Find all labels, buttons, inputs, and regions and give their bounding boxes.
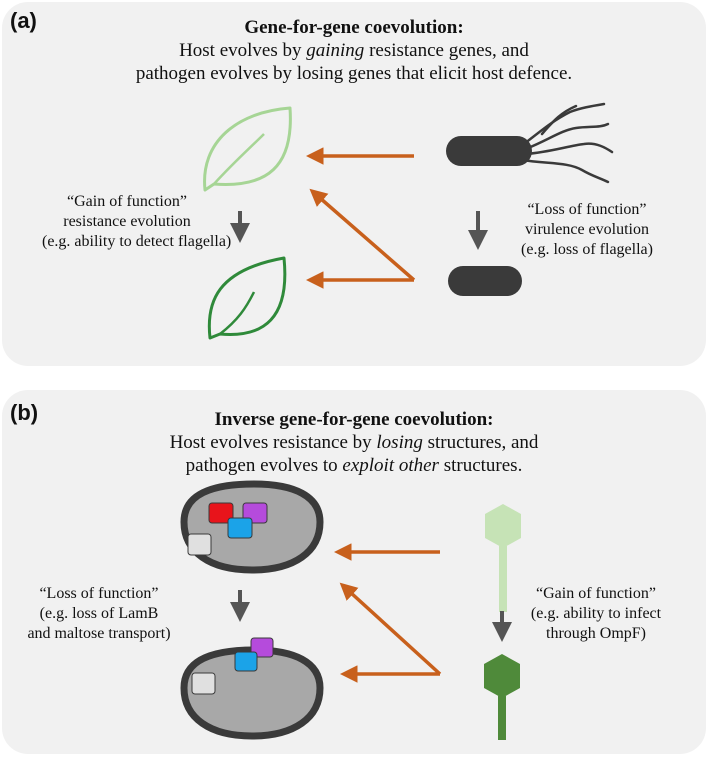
panel-b-pathogen-caption: “Gain of function” (e.g. ability to infe… bbox=[510, 584, 682, 644]
panel-b-host-caption-3: and maltose transport) bbox=[27, 625, 171, 642]
receptor-blue-icon bbox=[234, 651, 258, 672]
panel-a-sub1-pre: Host evolves by bbox=[179, 40, 307, 61]
panel-b-illustration bbox=[180, 480, 521, 740]
panel-b-pathogen-caption-1: “Gain of function” bbox=[536, 585, 656, 602]
panel-a: (a) Gene-for-gene coevolution: Host evol… bbox=[2, 2, 706, 366]
panel-b-sub2-pre: pathogen evolves to bbox=[185, 455, 343, 476]
panel-a-label: (a) bbox=[10, 8, 37, 33]
panel-a-host-caption-2: resistance evolution bbox=[63, 213, 191, 230]
panel-a-host-caption-3: (e.g. ability to detect flagella) bbox=[42, 233, 232, 250]
panel-b-subtitle-2: pathogen evolves to exploit other struct… bbox=[2, 454, 706, 477]
panel-a-illustration bbox=[203, 102, 614, 340]
receptor-grey-icon bbox=[191, 672, 216, 695]
host-cell-bottom-icon bbox=[180, 637, 324, 740]
infection-arrow-diagonal bbox=[309, 188, 416, 282]
panel-b-sub1-em: losing bbox=[376, 432, 423, 453]
panel-a-subtitle-2: pathogen evolves by losing genes that el… bbox=[135, 63, 573, 84]
receptor-blue-icon bbox=[227, 517, 253, 539]
panel-a-pathogen-caption: “Loss of function” virulence evolution (… bbox=[492, 200, 682, 260]
panel-a-sub1-post: resistance genes, and bbox=[364, 40, 529, 61]
flagellated-bacterium-icon bbox=[446, 102, 614, 184]
panel-b-subtitle-1: Host evolves resistance by losing struct… bbox=[2, 431, 706, 454]
panel-b-pathogen-caption-2: (e.g. ability to infect bbox=[530, 605, 662, 622]
dark-leaf-icon bbox=[207, 256, 287, 340]
panel-a-sub1-em: gaining bbox=[306, 40, 365, 61]
panel-a-title: Gene-for-gene coevolution: Host evolves … bbox=[2, 16, 706, 85]
light-leaf-icon bbox=[203, 106, 292, 192]
panel-b-sub2-post: structures. bbox=[438, 455, 523, 476]
receptor-purple-icon bbox=[250, 637, 274, 658]
panel-a-title-text: Gene-for-gene coevolution: bbox=[244, 17, 464, 38]
panel-a-pathogen-caption-1: “Loss of function” bbox=[527, 201, 647, 218]
panel-b-sub1-pre: Host evolves resistance by bbox=[169, 432, 377, 453]
panel-b-host-caption-1: “Loss of function” bbox=[39, 585, 159, 602]
panel-b-sub2-em: exploit other bbox=[342, 455, 439, 476]
panel-a-host-caption-1: “Gain of function” bbox=[67, 193, 187, 210]
panel-a-subtitle-1: Host evolves by gaining resistance genes… bbox=[2, 39, 706, 62]
panel-b-label: (b) bbox=[10, 400, 39, 425]
phage-dark-icon bbox=[484, 654, 520, 740]
panel-a-pathogen-caption-3: (e.g. loss of flagella) bbox=[521, 241, 653, 258]
panel-b: (b) Inverse gene-for-gene coevolution: H… bbox=[2, 390, 706, 754]
panel-b-host-caption: “Loss of function” (e.g. loss of LamB an… bbox=[6, 584, 192, 644]
host-cell-top-icon bbox=[180, 480, 324, 574]
receptor-grey-icon bbox=[187, 533, 212, 556]
bacterium-no-flagella-icon bbox=[448, 266, 522, 296]
receptor-red-icon bbox=[208, 502, 234, 524]
panel-b-title-text: Inverse gene-for-gene coevolution: bbox=[214, 409, 494, 430]
panel-a-pathogen-caption-2: virulence evolution bbox=[525, 221, 649, 238]
panel-b-host-caption-2: (e.g. loss of LamB bbox=[39, 605, 159, 622]
panel-b-title: Inverse gene-for-gene coevolution: Host … bbox=[2, 408, 706, 477]
panel-b-pathogen-caption-3: through OmpF) bbox=[546, 625, 646, 642]
panel-b-sub1-post: structures, and bbox=[422, 432, 539, 453]
phage-light-icon bbox=[485, 504, 521, 612]
panel-a-host-caption: “Gain of function” resistance evolution … bbox=[42, 192, 232, 252]
infection-arrow-diagonal bbox=[339, 582, 442, 676]
